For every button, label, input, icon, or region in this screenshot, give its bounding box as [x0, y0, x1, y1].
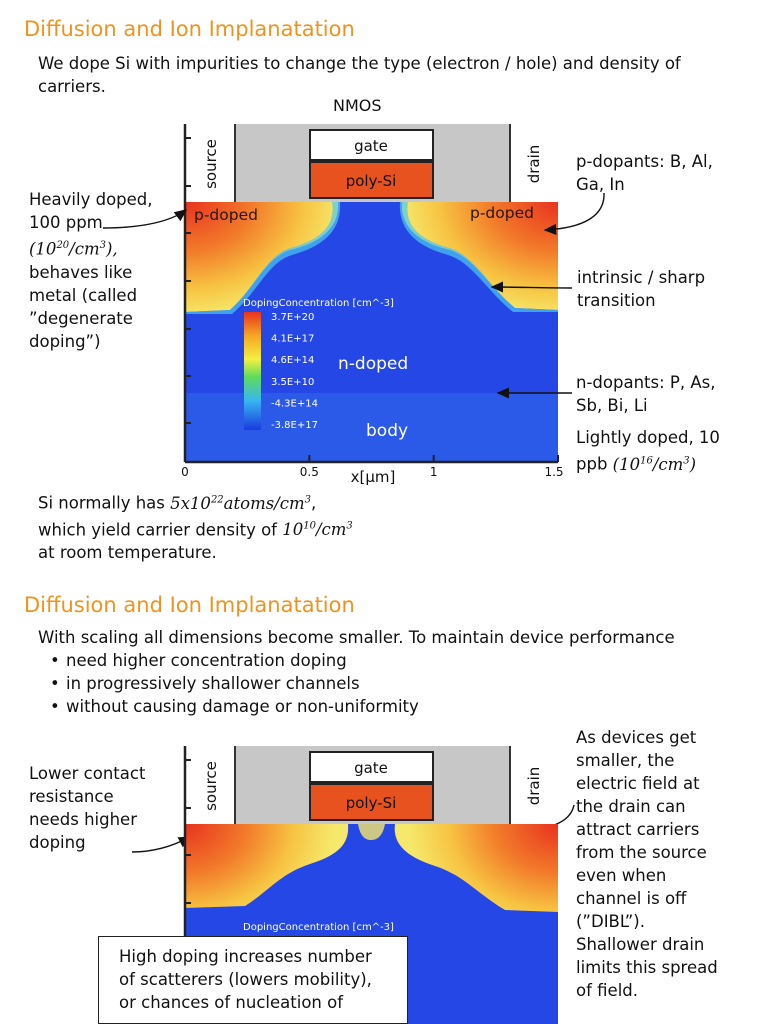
polysi-label: poly-Si	[346, 172, 397, 190]
scaled-nmos-figure: gate poly-Si source drain DopingConcentr…	[183, 746, 558, 1024]
p-doped-left	[185, 824, 349, 908]
bullet-item: need higher concentration doping	[38, 649, 538, 672]
slide1-title: Diffusion and Ion Implanatation	[24, 17, 355, 41]
drain-label: drain	[525, 145, 543, 184]
polysi-label: poly-Si	[346, 794, 397, 812]
slide2-title: Diffusion and Ion Implanatation	[24, 593, 355, 617]
legend-value: -4.3E+14	[271, 398, 318, 409]
bullet-item: in progressively shallower channels	[38, 672, 538, 695]
high-doping-callout: High doping increases number of scattere…	[98, 936, 408, 1024]
polysi-box	[309, 783, 434, 821]
p-doped-left-label: p-doped	[194, 206, 258, 224]
x-tick-label: 0.5	[300, 465, 319, 479]
source-label: source	[202, 139, 220, 189]
x-tick-label: 1.5	[544, 465, 563, 479]
nmos-caption: NMOS	[333, 96, 382, 115]
slide2-bullets: need higher concentration doping in prog…	[38, 649, 538, 718]
slide1-intro: We dope Si with impurities to change the…	[38, 54, 681, 96]
gate-label: gate	[354, 137, 388, 155]
p-doped-left	[185, 202, 339, 312]
legend-title: DopingConcentration [cm^-3]	[243, 298, 394, 309]
x-tick-label: 0	[181, 465, 189, 479]
si-normal-note: Si normally has 5x1022atoms/cm3, which y…	[38, 493, 353, 563]
legend-title: DopingConcentration [cm^-3]	[243, 922, 394, 933]
source-label: source	[202, 761, 220, 811]
x-tick-label: 1	[430, 465, 438, 479]
polysi-box	[309, 161, 434, 199]
slide2-intro: With scaling all dimensions become small…	[38, 628, 675, 647]
n-doped-label: n-doped	[338, 354, 408, 374]
legend-value: 4.1E+17	[271, 334, 314, 345]
bullet-item: without causing damage or non-uniformity	[38, 695, 538, 718]
legend-value: 4.6E+14	[271, 355, 314, 366]
p-doped-right	[394, 824, 558, 912]
dibl-note: As devices get smaller, the electric fie…	[576, 728, 718, 1000]
lightly-doped-note: Lightly doped, 10 ppb (1016/cm3)	[576, 428, 720, 474]
gate-box	[309, 751, 434, 783]
legend-value: 3.7E+20	[271, 312, 314, 323]
legend-value: -3.8E+17	[271, 420, 318, 431]
x-axis-label: x[µm]	[351, 468, 396, 486]
intrinsic-note: intrinsic / sharp transition	[577, 268, 706, 310]
legend-colorbar	[244, 312, 261, 430]
heavily-doped-concentration: (1020/cm3),	[29, 239, 118, 259]
body-label: body	[366, 421, 408, 441]
heavily-doped-note: Heavily doped, 100 ppm (1020/cm3), behav…	[29, 188, 169, 353]
p-dopants-note: p-dopants: B, Al, Ga, In	[576, 152, 713, 194]
gate-box	[309, 129, 434, 161]
gate-label: gate	[354, 759, 388, 777]
contact-resistance-note: Lower contact resistance needs higher do…	[29, 764, 146, 852]
drain-label: drain	[525, 767, 543, 806]
legend-value: 3.5E+10	[271, 377, 314, 388]
nmos-doping-figure: gate poly-Si source drain p-doped p-dope…	[181, 124, 564, 486]
p-doped-right	[401, 202, 558, 310]
n-dopants-note: n-dopants: P, As, Sb, Bi, Li	[576, 373, 716, 415]
p-doped-right-label: p-doped	[470, 204, 534, 222]
